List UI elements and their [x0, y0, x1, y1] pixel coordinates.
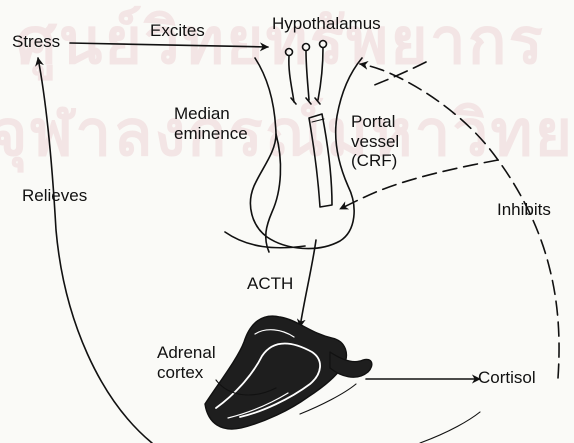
pituitary-outline	[250, 58, 362, 249]
excites-arrow	[70, 43, 268, 47]
median-eminence-label: Median eminence	[174, 104, 248, 143]
median-eminence-line-2: eminence	[174, 124, 248, 143]
median-eminence-stalk-line	[266, 134, 281, 252]
adrenal-cortex-label: Adrenal cortex	[157, 343, 216, 382]
relieves-label: Relieves	[22, 186, 87, 206]
adrenal-cortex-line-2: cortex	[157, 363, 203, 382]
portal-vessel-label: Portal vessel (CRF)	[351, 112, 399, 171]
acth-label: ACTH	[247, 274, 293, 294]
acth-arrow	[300, 240, 316, 327]
hypothalamus-neurons	[286, 41, 327, 105]
stress-label: Stress	[12, 32, 60, 52]
adrenal-cortex-line-1: Adrenal	[157, 343, 216, 362]
portal-vessel-line-1: Portal	[351, 112, 395, 131]
excites-label: Excites	[150, 21, 205, 41]
portal-vessel-line-2: vessel	[351, 132, 399, 151]
cortisol-label: Cortisol	[478, 368, 536, 388]
portal-vessel-tube	[309, 114, 332, 207]
median-eminence-line-1: Median	[174, 104, 230, 123]
hypothalamus-label: Hypothalamus	[272, 14, 381, 34]
relieves-arrow	[38, 58, 152, 443]
adrenal-cortex-illustration	[205, 316, 372, 429]
inhibits-dashed-to-hypothalamus-upper	[372, 62, 426, 86]
inhibits-label: Inhibits	[497, 200, 551, 220]
portal-vessel-line-3: (CRF)	[351, 151, 397, 170]
